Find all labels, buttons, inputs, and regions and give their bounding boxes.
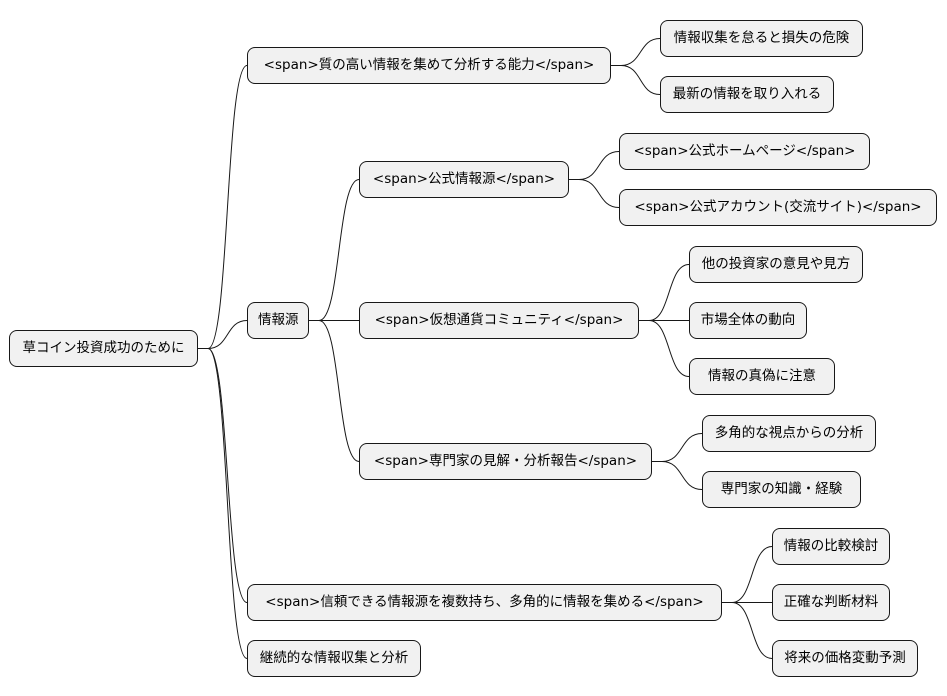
node-reliable-compare: 情報の比較検討 bbox=[772, 528, 890, 565]
connector-line bbox=[309, 179, 360, 321]
node-community-opinions: 他の投資家の意見や見方 bbox=[689, 246, 863, 283]
connector-line bbox=[611, 65, 661, 95]
node-quality-risk: 情報収集を怠ると損失の危険 bbox=[660, 20, 863, 57]
connector-line bbox=[309, 320, 360, 462]
connector-line bbox=[722, 546, 773, 603]
connector-line bbox=[722, 602, 773, 659]
connector-line bbox=[198, 348, 248, 603]
connector-line bbox=[639, 320, 690, 377]
connector-line bbox=[569, 179, 620, 208]
connector-line bbox=[652, 461, 703, 490]
node-reliable-accurate: 正確な判断材料 bbox=[772, 584, 890, 621]
node-reliable-forecast: 将来の価格変動予測 bbox=[772, 640, 918, 677]
node-expert-multi-view: 多角的な視点からの分析 bbox=[702, 415, 876, 452]
node-expert-analysis: <span>専門家の見解・分析報告</span> bbox=[359, 443, 652, 480]
node-information-sources: 情報源 bbox=[247, 302, 309, 339]
node-community-market-trend: 市場全体の動向 bbox=[689, 302, 807, 339]
node-community-verify: 情報の真偽に注意 bbox=[689, 358, 835, 395]
connector-line bbox=[198, 320, 248, 349]
connector-line bbox=[639, 264, 690, 321]
root-node: 草コイン投資成功のために bbox=[9, 330, 198, 367]
connector-line bbox=[198, 65, 248, 349]
connector-line bbox=[198, 348, 248, 659]
node-continuous-collection: 継続的な情報収集と分析 bbox=[247, 640, 421, 677]
node-quality-latest: 最新の情報を取り入れる bbox=[660, 76, 834, 113]
node-reliable-sources: <span>信頼できる情報源を複数持ち、多角的に情報を集める</span> bbox=[247, 584, 722, 621]
node-official-homepage: <span>公式ホームページ</span> bbox=[619, 133, 870, 170]
node-crypto-community: <span>仮想通貨コミュニティ</span> bbox=[359, 302, 639, 339]
node-official-sources: <span>公式情報源</span> bbox=[359, 161, 569, 198]
node-quality-analysis: <span>質の高い情報を集めて分析する能力</span> bbox=[247, 47, 611, 84]
connector-line bbox=[611, 38, 661, 66]
node-expert-knowledge: 専門家の知識・経験 bbox=[702, 471, 861, 508]
connector-line bbox=[652, 433, 703, 462]
connector-line bbox=[569, 151, 620, 180]
node-official-account: <span>公式アカウント(交流サイト)</span> bbox=[619, 189, 937, 226]
